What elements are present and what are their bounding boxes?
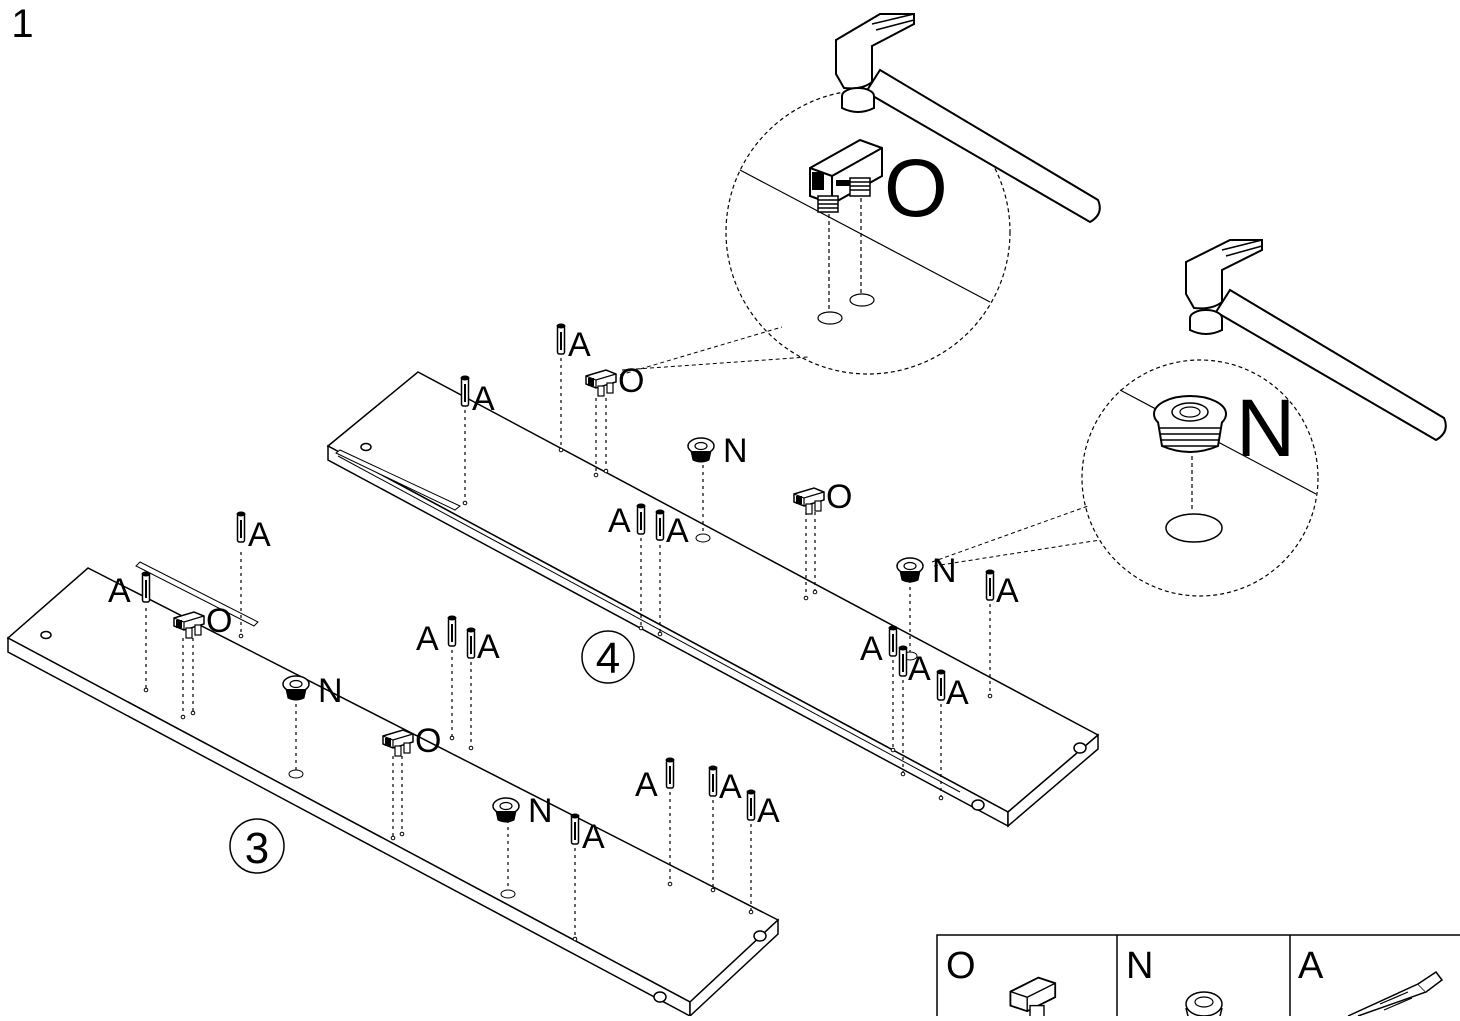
dowel-pin-icon: [635, 502, 647, 535]
dowel-pin-icon: [707, 764, 719, 797]
svg-text:A: A: [908, 650, 931, 688]
shelf-support-icon: [793, 487, 825, 515]
dowel-pin-icon: [887, 624, 899, 657]
panel-4-guides: [464, 358, 991, 796]
panel-4-board: [326, 371, 1100, 828]
dowel-pin-icon: [235, 510, 247, 543]
svg-text:A: A: [582, 818, 605, 856]
legend-label-N: N: [1126, 945, 1153, 987]
panel-number-3: 3: [229, 818, 285, 874]
shelf-support-icon: [585, 369, 617, 397]
callout-N: N: [931, 239, 1447, 597]
svg-text:N: N: [1236, 383, 1295, 474]
svg-text:O: O: [415, 722, 441, 760]
svg-text:O: O: [884, 143, 948, 234]
dowel-pin-icon: [935, 668, 947, 701]
dowel-pin-icon: [745, 788, 757, 821]
panel-3-guides: [145, 552, 752, 937]
dowel-pin-icon: [446, 614, 458, 647]
panel-number-4: 4: [581, 630, 635, 684]
panel-3-holes: [143, 633, 754, 942]
cam-insert-icon: [687, 437, 715, 463]
dowel-pin-icon: [984, 568, 996, 601]
svg-text:4: 4: [596, 634, 620, 683]
dowel-pin-icon: [1347, 970, 1444, 1017]
dowel-pin-icon: [465, 626, 477, 659]
cam-insert-icon: [1185, 991, 1223, 1017]
dowel-pin-icon: [664, 756, 676, 789]
svg-text:O: O: [618, 362, 644, 400]
dowel-pin-icon: [897, 644, 909, 677]
svg-text:A: A: [472, 380, 495, 418]
panel-4-parts: A A O N A A O N A A A A: [459, 322, 1019, 712]
svg-text:A: A: [757, 792, 780, 830]
hammer-icon: [835, 13, 1101, 224]
dowel-pin-icon: [140, 570, 152, 603]
dowel-pin-icon: [555, 322, 567, 355]
step-title: p 1: [0, 2, 34, 46]
svg-text:N: N: [318, 672, 343, 710]
svg-text:A: A: [860, 630, 883, 668]
svg-text:N: N: [932, 552, 957, 590]
svg-text:N: N: [723, 432, 748, 470]
dowel-pin-icon: [654, 508, 666, 541]
svg-text:A: A: [568, 326, 591, 364]
svg-text:O: O: [206, 602, 232, 640]
svg-text:A: A: [666, 512, 689, 550]
svg-text:A: A: [416, 620, 439, 658]
svg-text:A: A: [477, 628, 500, 666]
callout-O: O: [619, 13, 1101, 376]
dowel-pin-icon: [569, 812, 581, 845]
dowel-pin-icon: [459, 374, 471, 407]
parts-legend: O N A: [936, 934, 1460, 1021]
legend-label-O: O: [946, 945, 976, 987]
svg-text:A: A: [108, 572, 131, 610]
svg-text:A: A: [996, 572, 1019, 610]
svg-text:A: A: [719, 768, 742, 806]
svg-text:N: N: [528, 792, 553, 830]
legend-label-A: A: [1298, 945, 1324, 987]
svg-text:A: A: [248, 516, 271, 554]
svg-text:3: 3: [245, 824, 269, 873]
svg-text:A: A: [608, 502, 631, 540]
svg-text:O: O: [826, 478, 852, 516]
hammer-icon: [1185, 239, 1447, 442]
svg-text:A: A: [635, 766, 658, 804]
cam-insert-icon: [896, 557, 924, 583]
panel-3-parts: A A O N A A O N A A A A: [108, 510, 780, 856]
svg-text:A: A: [946, 674, 969, 712]
shelf-support-icon: [1009, 976, 1057, 1021]
